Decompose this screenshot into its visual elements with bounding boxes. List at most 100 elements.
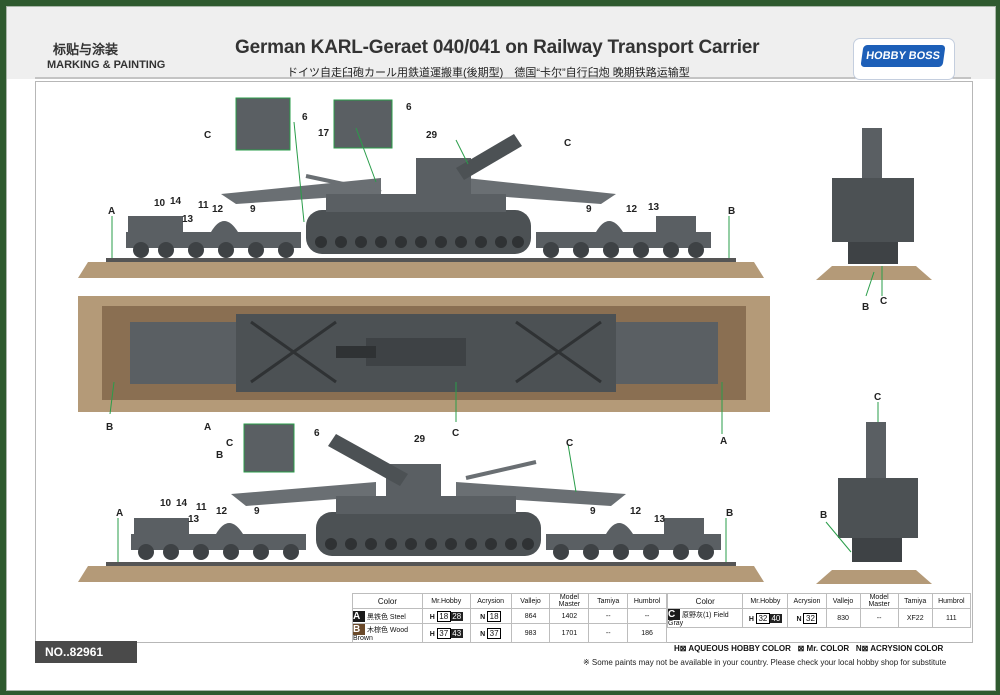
front-view-top — [816, 128, 932, 280]
col-model-master: Model Master — [549, 593, 590, 609]
col-color: Color — [666, 593, 744, 609]
header-band — [7, 7, 995, 79]
col-acrysion: Acrysion — [787, 593, 827, 609]
front-view-bottom — [816, 422, 932, 584]
callout-b: B — [726, 508, 734, 519]
page-title: German KARL-Geraet 040/041 on Railway Tr… — [235, 37, 760, 58]
marking-painting-en: MARKING & PAINTING — [47, 59, 166, 71]
legend-acrysion: N⊠ ACRYSION COLOR — [855, 644, 944, 653]
acrysion-prefix: N — [480, 630, 486, 638]
callout-29: 29 — [426, 130, 438, 141]
callout-c: C — [566, 438, 574, 449]
paint-legend: H⊠ AQUEOUS HOBBY COLOR ⊠ Mr. COLOR N⊠ AC… — [674, 644, 943, 653]
detail-inset-3 — [243, 423, 295, 473]
color-cell: C 原野灰(1) Field Gray — [666, 608, 744, 628]
callout-b: B — [728, 206, 736, 217]
color-name-cn: 原野灰(1) — [681, 612, 712, 619]
humbrol-cell: -- — [627, 608, 667, 624]
vehicle-drawings — [78, 97, 932, 584]
availability-footnote: ※ Some paints may not be available in yo… — [583, 658, 947, 667]
page-subtitle: ドイツ自走臼砲カール用鉄道運搬車(後期型) 德国“卡尔”自行臼炮 晚期铁路运输型 — [287, 67, 690, 79]
swatch-c: C — [668, 609, 680, 620]
color-name-en: Field Gray — [668, 612, 729, 627]
acrysion-cell: N 18 — [469, 608, 512, 624]
title-bar — [35, 37, 971, 79]
acrysion-code: 32 — [803, 612, 818, 624]
acrysion-prefix: N — [796, 615, 802, 623]
color-name-cn: 木棕色 — [366, 627, 388, 634]
swatch-a: A — [353, 610, 365, 622]
col-model-master: Model Master — [859, 593, 899, 609]
callout-b: B — [106, 422, 114, 433]
tamiya-cell: -- — [588, 608, 629, 624]
legend-mr-color: ⊠ Mr. COLOR — [797, 644, 850, 653]
product-number: NO..82961 — [35, 641, 137, 663]
col-mrhobby: Mr.Hobby — [421, 593, 471, 609]
marking-painting-cn: 标贴与涂装 — [53, 42, 119, 57]
callout-9: 9 — [590, 506, 596, 517]
mrhobby-code-a: 37 — [436, 627, 451, 639]
acrysion-cell: N 37 — [469, 623, 512, 643]
legend-aqueous: H⊠ AQUEOUS HOBBY COLOR — [674, 644, 791, 653]
col-tamiya: Tamiya — [588, 593, 629, 609]
acrysion-cell: N 32 — [787, 608, 827, 628]
callout-c: C — [874, 392, 882, 403]
callout-6: 6 — [406, 102, 412, 113]
callout-14: 14 — [176, 498, 188, 509]
detail-inset-2 — [333, 99, 393, 149]
mrhobby-prefix: H — [429, 630, 435, 638]
acrysion-code: 18 — [487, 610, 502, 622]
title-bar-bg — [35, 77, 971, 79]
col-mrhobby: Mr.Hobby — [742, 593, 789, 609]
callout-12: 12 — [626, 204, 638, 215]
vallejo-cell: 864 — [510, 608, 551, 624]
callout-14: 14 — [170, 196, 182, 207]
acrysion-prefix: N — [480, 613, 486, 621]
swatch-b: B — [353, 624, 365, 635]
color-name-en: Wood Brown — [353, 627, 409, 642]
col-acrysion: Acrysion — [469, 593, 512, 609]
callout-c: C — [226, 438, 234, 449]
model-master-cell: 1701 — [549, 623, 590, 643]
mrhobby-prefix: H — [748, 615, 754, 623]
color-cell: A 黑铁色 Steel — [352, 608, 423, 624]
table-header-row: Color Mr.Hobby Acrysion Vallejo Model Ma… — [352, 593, 667, 609]
drawing-frame: C 6 17 6 29 C A B 10 14 13 11 12 9 9 12 … — [35, 81, 973, 643]
mrhobby-prefix: H — [429, 613, 435, 621]
mrhobby-code-b: 43 — [450, 628, 463, 638]
callout-11: 11 — [196, 502, 207, 513]
callout-13: 13 — [648, 202, 660, 213]
callout-12: 12 — [216, 506, 228, 517]
callout-a: A — [116, 508, 124, 519]
col-vallejo: Vallejo — [510, 593, 551, 609]
col-tamiya: Tamiya — [897, 593, 933, 609]
mrhobby-code-b: 28 — [450, 611, 463, 621]
top-view — [78, 296, 770, 412]
callout-10: 10 — [160, 498, 172, 509]
callout-c: C — [880, 296, 888, 307]
callout-9: 9 — [254, 506, 260, 517]
instruction-sheet: 标贴与涂装 MARKING & PAINTING German KARL-Ger… — [6, 6, 996, 691]
paint-table-right: Color Mr.Hobby Acrysion Vallejo Model Ma… — [666, 593, 972, 628]
callout-12: 12 — [212, 204, 224, 215]
acrysion-code: 37 — [487, 627, 502, 639]
side-view-top — [78, 134, 764, 278]
vallejo-cell: 983 — [510, 623, 551, 643]
callout-b: B — [862, 302, 870, 313]
callout-17: 17 — [318, 128, 330, 139]
paint-table-left: Color Mr.Hobby Acrysion Vallejo Model Ma… — [352, 593, 667, 643]
mrhobby-code-a: 18 — [436, 610, 451, 622]
brand-logo-text: HOBBY BOSS — [860, 45, 946, 67]
col-humbrol: Humbrol — [931, 593, 972, 609]
color-name-en: Steel — [389, 613, 406, 621]
callout-12: 12 — [630, 506, 642, 517]
callout-a: A — [204, 422, 212, 433]
col-color: Color — [352, 593, 423, 609]
humbrol-cell: 111 — [931, 608, 972, 628]
tamiya-cell: -- — [588, 623, 629, 643]
